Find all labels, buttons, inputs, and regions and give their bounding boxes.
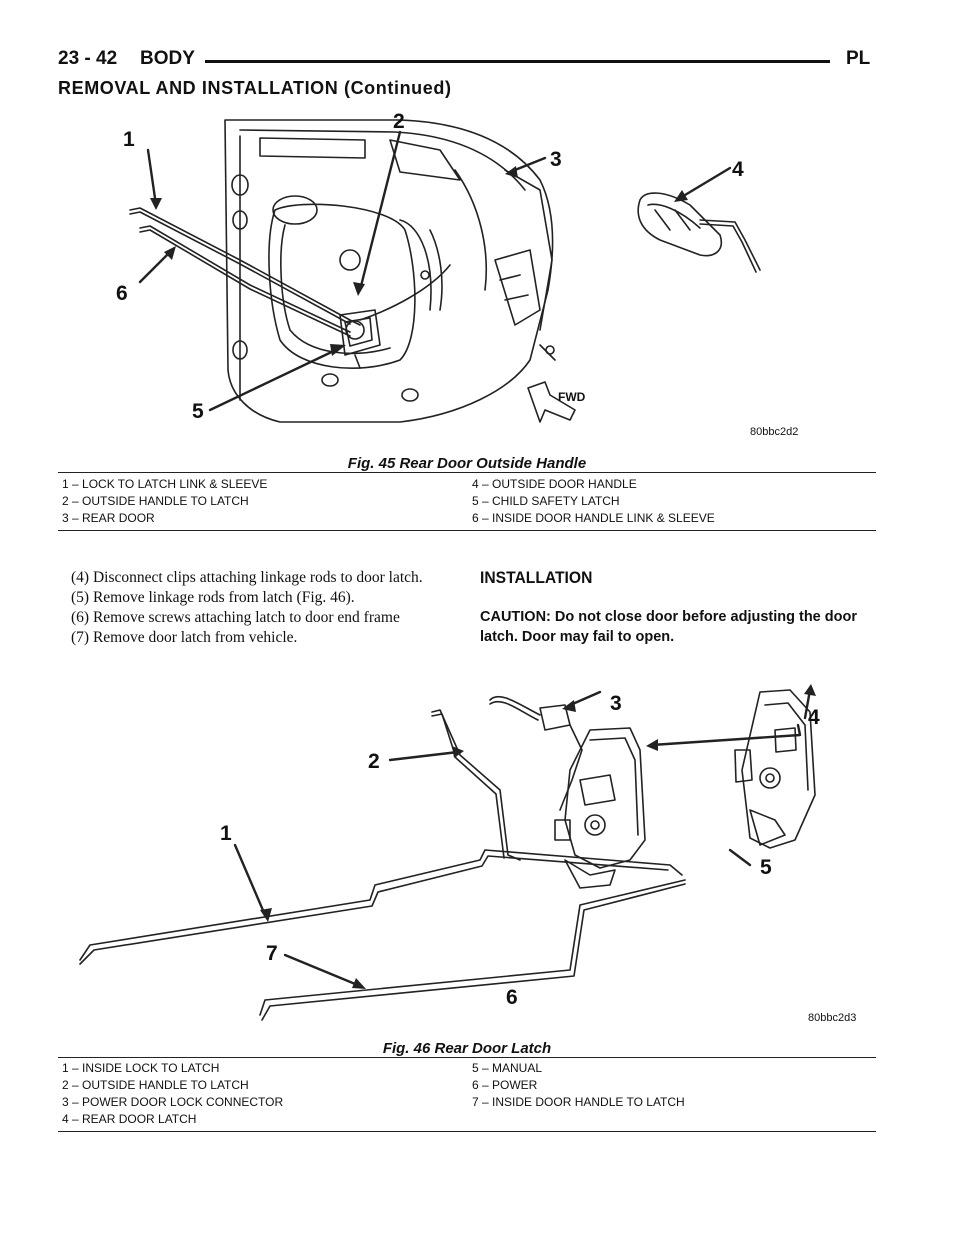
figure-46-caption: Fig. 46 Rear Door Latch — [382, 1040, 552, 1057]
step-6: (6) Remove screws attaching latch to doo… — [71, 609, 400, 626]
legend-item: 6 – INSIDE DOOR HANDLE LINK & SLEEVE — [472, 511, 715, 525]
section-name: BODY — [140, 48, 195, 69]
figure-46-caption-rule — [58, 1057, 876, 1058]
fwd-label: FWD — [558, 390, 586, 404]
header-rule — [205, 60, 830, 63]
legend-item: 4 – REAR DOOR LATCH — [62, 1112, 197, 1126]
callout-3: 3 — [610, 692, 622, 715]
removal-steps: (4) Disconnect clips attaching linkage r… — [58, 568, 450, 648]
figure-45-caption: Fig. 45 Rear Door Outside Handle — [347, 455, 587, 472]
figure-45-code: 80bbc2d2 — [750, 426, 799, 438]
callout-3: 3 — [550, 148, 562, 171]
figure-46-legend-right: 5 – MANUAL 6 – POWER 7 – INSIDE DOOR HAN… — [472, 1060, 685, 1111]
caution-note: CAUTION: Do not close door before adjust… — [480, 609, 857, 645]
figure-46-illustration: 1 2 3 4 5 6 7 80bbc2d3 — [70, 670, 870, 1030]
callout-1: 1 — [220, 822, 232, 845]
callout-6: 6 — [506, 986, 518, 1009]
callout-5: 5 — [192, 400, 204, 423]
figure-45-bottom-rule — [58, 530, 876, 531]
legend-item: 3 – REAR DOOR — [62, 511, 155, 525]
callout-4: 4 — [732, 158, 744, 181]
callout-2: 2 — [393, 110, 405, 133]
rear-door-latch-drawing — [79, 684, 816, 1021]
figure-45-legend-left: 1 – LOCK TO LATCH LINK & SLEEVE 2 – OUTS… — [62, 476, 267, 527]
step-4: (4) Disconnect clips attaching linkage r… — [71, 569, 423, 586]
legend-item: 2 – OUTSIDE HANDLE TO LATCH — [62, 1078, 249, 1092]
figure-45-illustration: 1 2 3 4 5 6 FWD 80bbc2d2 — [100, 110, 860, 450]
step-5: (5) Remove linkage rods from latch (Fig.… — [71, 589, 355, 606]
legend-item: 3 – POWER DOOR LOCK CONNECTOR — [62, 1095, 284, 1109]
callout-4: 4 — [808, 706, 820, 729]
legend-item: 6 – POWER — [472, 1078, 538, 1092]
legend-item: 5 – CHILD SAFETY LATCH — [472, 494, 620, 508]
callout-1: 1 — [123, 128, 135, 151]
callout-2: 2 — [368, 750, 380, 773]
legend-item: 2 – OUTSIDE HANDLE TO LATCH — [62, 494, 249, 508]
installation-heading: INSTALLATION — [480, 568, 593, 587]
legend-item: 5 – MANUAL — [472, 1061, 543, 1075]
rear-door-outside-handle-drawing — [129, 119, 761, 423]
figure-45-legend-right: 4 – OUTSIDE DOOR HANDLE 5 – CHILD SAFETY… — [472, 476, 715, 527]
callout-6: 6 — [116, 282, 128, 305]
legend-item: 1 – LOCK TO LATCH LINK & SLEEVE — [62, 477, 268, 491]
legend-item: 1 – INSIDE LOCK TO LATCH — [62, 1061, 220, 1075]
callout-7: 7 — [266, 942, 278, 965]
section-subtitle: REMOVAL AND INSTALLATION (Continued) — [58, 78, 452, 98]
legend-item: 7 – INSIDE DOOR HANDLE TO LATCH — [472, 1095, 685, 1109]
figure-46-code: 80bbc2d3 — [808, 1012, 857, 1024]
callout-5: 5 — [760, 856, 772, 879]
step-7: (7) Remove door latch from vehicle. — [71, 629, 298, 646]
figure-46-legend-left: 1 – INSIDE LOCK TO LATCH 2 – OUTSIDE HAN… — [62, 1060, 283, 1128]
figure-45-caption-rule — [58, 472, 876, 473]
page-number: 23 - 42 — [58, 48, 118, 69]
vehicle-code: PL — [846, 48, 871, 69]
figure-46-bottom-rule — [58, 1131, 876, 1132]
legend-item: 4 – OUTSIDE DOOR HANDLE — [472, 477, 637, 491]
